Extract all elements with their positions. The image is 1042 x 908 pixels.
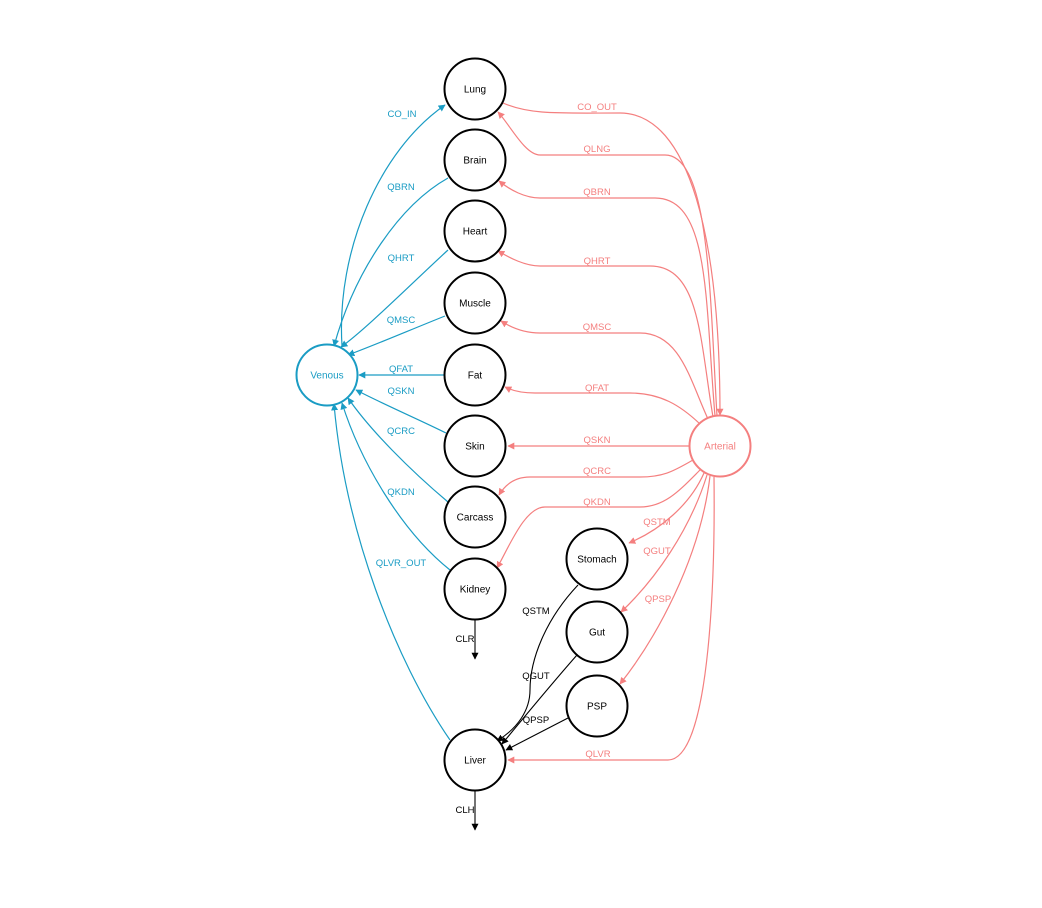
label-venous-qfat: QFAT xyxy=(389,364,413,375)
edge-liver-to-venous xyxy=(331,403,451,741)
edge-arterial-to-brain xyxy=(498,180,716,417)
edge-stomach-to-liver xyxy=(496,584,579,742)
edge-arterial-to-heart xyxy=(497,250,714,418)
node-psp-label: PSP xyxy=(587,702,607,713)
label-venous-qkdn: QKDN xyxy=(387,487,415,498)
label-arterial-qcrc: QCRC xyxy=(583,466,611,477)
edge-arterial-to-muscle xyxy=(500,320,709,420)
edge-gut-to-liver xyxy=(501,654,578,745)
node-liver-label: Liver xyxy=(464,756,486,767)
venous-edges xyxy=(331,104,451,741)
node-venous[interactable]: Venous xyxy=(295,343,359,407)
label-arterial-qgut: QGUT xyxy=(643,546,671,557)
edge-venous-to-lung xyxy=(340,104,446,347)
label-arterial-qkdn: QKDN xyxy=(583,497,611,508)
label-qlvr-out: QLVR_OUT xyxy=(376,558,427,569)
node-arterial[interactable]: Arterial xyxy=(688,414,752,478)
edge-arterial-to-psp xyxy=(619,475,711,685)
edge-kidney-to-venous xyxy=(340,402,451,571)
node-skin[interactable]: Skin xyxy=(443,414,507,478)
node-psp[interactable]: PSP xyxy=(565,674,629,738)
edge-carcass-to-venous xyxy=(347,397,449,503)
node-fat[interactable]: Fat xyxy=(443,343,507,407)
edge-heart-to-venous xyxy=(340,249,449,348)
label-arterial-qstm: QSTM xyxy=(643,517,671,528)
portal-edge-labels: QSTM QGUT QPSP CLR CLH xyxy=(455,606,549,816)
node-fat-label: Fat xyxy=(468,371,483,382)
edge-muscle-to-venous xyxy=(347,315,446,357)
nodes: Lung Brain Heart Muscle Fat Skin Carcass xyxy=(295,57,752,792)
label-arterial-qpsp: QPSP xyxy=(645,594,671,605)
node-venous-label: Venous xyxy=(310,371,343,382)
label-clr: CLR xyxy=(455,634,474,645)
node-brain[interactable]: Brain xyxy=(443,128,507,192)
node-heart-label: Heart xyxy=(463,227,488,238)
label-co-in: CO_IN xyxy=(387,109,416,120)
node-arterial-label: Arterial xyxy=(704,442,736,453)
label-arterial-qbrn: QBRN xyxy=(583,187,611,198)
node-brain-label: Brain xyxy=(463,156,486,167)
node-heart[interactable]: Heart xyxy=(443,199,507,263)
arterial-edge-labels: CO_OUT QLNG QBRN QHRT QMSC QFAT QSKN QCR… xyxy=(577,102,671,760)
node-carcass-label: Carcass xyxy=(457,513,494,524)
node-muscle-label: Muscle xyxy=(459,299,491,310)
node-liver[interactable]: Liver xyxy=(443,728,507,792)
edge-arterial-to-gut xyxy=(620,474,708,613)
edge-arterial-to-lung xyxy=(497,111,718,417)
label-co-out: CO_OUT xyxy=(577,102,617,113)
label-qlng: QLNG xyxy=(584,144,611,155)
node-lung[interactable]: Lung xyxy=(443,57,507,121)
edge-arterial-to-fat xyxy=(504,386,701,425)
label-clh: CLH xyxy=(455,805,474,816)
arterial-edges xyxy=(496,102,724,764)
label-venous-qmsc: QMSC xyxy=(387,315,416,326)
label-arterial-qfat: QFAT xyxy=(585,383,609,394)
portal-and-clearance-edges xyxy=(471,584,579,831)
label-venous-qbrn: QBRN xyxy=(387,182,415,193)
node-kidney[interactable]: Kidney xyxy=(443,557,507,621)
edge-brain-to-venous xyxy=(332,177,449,347)
node-carcass[interactable]: Carcass xyxy=(443,485,507,549)
edge-arterial-to-kidney xyxy=(496,469,701,569)
node-muscle[interactable]: Muscle xyxy=(443,271,507,335)
label-portal-qpsp: QPSP xyxy=(523,715,549,726)
node-gut[interactable]: Gut xyxy=(565,600,629,664)
venous-edge-labels: CO_IN QBRN QHRT QMSC QFAT QSKN QCRC QKDN… xyxy=(376,109,427,569)
node-gut-label: Gut xyxy=(589,628,605,639)
label-arterial-qskn: QSKN xyxy=(584,435,611,446)
label-portal-qstm: QSTM xyxy=(522,606,550,617)
node-stomach-label: Stomach xyxy=(577,555,616,566)
edge-lung-to-arterial xyxy=(502,102,724,416)
node-skin-label: Skin xyxy=(465,442,484,453)
node-lung-label: Lung xyxy=(464,85,486,96)
label-venous-qcrc: QCRC xyxy=(387,426,415,437)
label-portal-qgut: QGUT xyxy=(522,671,550,682)
node-kidney-label: Kidney xyxy=(460,585,491,596)
label-venous-qhrt: QHRT xyxy=(388,253,415,264)
label-venous-qskn: QSKN xyxy=(388,386,415,397)
edge-arterial-to-stomach xyxy=(628,472,705,544)
label-arterial-qmsc: QMSC xyxy=(583,322,612,333)
label-qlvr: QLVR xyxy=(585,749,610,760)
edge-skin-to-venous xyxy=(355,389,447,434)
edge-arterial-to-carcass xyxy=(498,459,694,496)
edge-psp-to-liver xyxy=(505,717,569,751)
label-arterial-qhrt: QHRT xyxy=(584,256,611,267)
edge-arterial-to-liver xyxy=(507,476,715,764)
node-stomach[interactable]: Stomach xyxy=(565,527,629,591)
